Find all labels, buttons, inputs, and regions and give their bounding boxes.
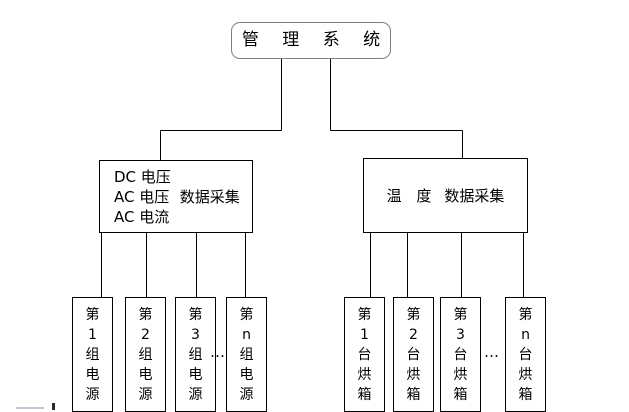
temperature-label: 温 度: [386, 187, 437, 205]
leaf-char: 组: [188, 347, 203, 363]
leaf-char: 源: [138, 387, 153, 403]
leaf-char: 箱: [453, 387, 468, 403]
leaf-char: 台: [406, 347, 421, 363]
leaf-char: 第: [406, 307, 421, 323]
leaf-char: 组: [138, 347, 153, 363]
leaf-char: 电: [188, 367, 203, 383]
leaf-char: n: [521, 327, 530, 343]
capture-artifact-underline: [16, 407, 44, 409]
oven-n-box[interactable]: 第 n 台 烘 箱: [505, 297, 546, 412]
leaf-char: 源: [239, 387, 254, 403]
leaf-char: 源: [85, 387, 100, 403]
ac-current-label: AC 电流: [114, 207, 170, 226]
leaf-char: 2: [141, 327, 150, 343]
management-system-label: 管 理 系 统: [241, 30, 390, 50]
leaf-char: 2: [409, 327, 418, 343]
power-unit-3-box[interactable]: 第 3 组 电 源: [175, 297, 216, 412]
oven-3-box[interactable]: 第 3 台 烘 箱: [440, 297, 481, 412]
power-measurement-list: DC 电压 AC 电压 AC 电流: [114, 167, 171, 227]
leaf-char: 源: [188, 387, 203, 403]
leaf-char: 烘: [357, 367, 372, 383]
leaf-char: 烘: [518, 367, 533, 383]
power-data-acquisition-label: 数据采集: [179, 188, 240, 206]
leaf-char: 第: [138, 307, 153, 323]
leaf-char: 第: [453, 307, 468, 323]
power-units-ellipsis: …: [210, 343, 227, 361]
leaf-char: 箱: [406, 387, 421, 403]
leaf-char: 第: [85, 307, 100, 323]
power-acquisition-content: DC 电压 AC 电压 AC 电流 数据采集: [100, 167, 240, 227]
power-unit-1-box[interactable]: 第 1 组 电 源: [72, 297, 113, 412]
leaf-char: 组: [85, 347, 100, 363]
oven-1-box[interactable]: 第 1 台 烘 箱: [344, 297, 385, 412]
leaf-char: 台: [518, 347, 533, 363]
leaf-char: 电: [138, 367, 153, 383]
leaf-char: 第: [188, 307, 203, 323]
leaf-char: 烘: [406, 367, 421, 383]
ac-voltage-label: AC 电压: [114, 187, 170, 206]
leaf-char: 烘: [453, 367, 468, 383]
power-unit-n-box[interactable]: 第 n 组 电 源: [226, 297, 267, 412]
capture-artifact-tick: [52, 403, 55, 410]
leaf-char: 3: [456, 327, 465, 343]
leaf-char: 3: [191, 327, 200, 343]
oven-2-box[interactable]: 第 2 台 烘 箱: [393, 297, 434, 412]
management-system-box[interactable]: 管 理 系 统: [231, 22, 391, 59]
leaf-char: 第: [357, 307, 372, 323]
leaf-char: 第: [518, 307, 533, 323]
leaf-char: 箱: [357, 387, 372, 403]
leaf-char: 箱: [518, 387, 533, 403]
leaf-char: 台: [453, 347, 468, 363]
leaf-char: 电: [85, 367, 100, 383]
leaf-char: 1: [88, 327, 97, 343]
power-unit-2-box[interactable]: 第 2 组 电 源: [125, 297, 166, 412]
leaf-char: 台: [357, 347, 372, 363]
temperature-acquisition-content: 温 度数据采集: [364, 185, 527, 206]
leaf-char: 组: [239, 347, 254, 363]
power-acquisition-box[interactable]: DC 电压 AC 电压 AC 电流 数据采集: [99, 160, 253, 233]
ovens-ellipsis: …: [484, 343, 501, 361]
leaf-char: 1: [360, 327, 369, 343]
leaf-char: n: [242, 327, 251, 343]
leaf-char: 电: [239, 367, 254, 383]
temperature-data-acquisition-label: 数据采集: [444, 187, 505, 205]
dc-voltage-label: DC 电压: [114, 167, 171, 186]
leaf-char: 第: [239, 307, 254, 323]
temperature-acquisition-box[interactable]: 温 度数据采集: [363, 158, 528, 233]
